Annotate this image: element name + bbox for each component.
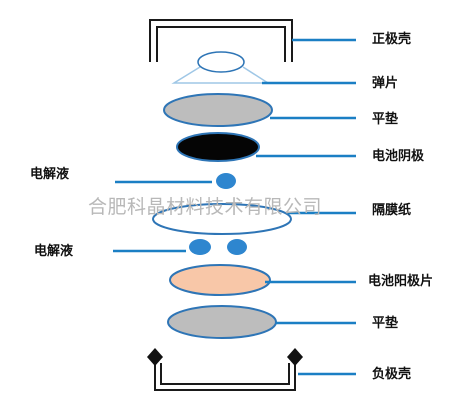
- label-positive-case: 正极壳: [372, 32, 412, 47]
- electrolyte-drop: [216, 173, 236, 189]
- flat-gasket-bottom: [167, 305, 277, 339]
- negative-case: [147, 348, 303, 391]
- label-negative-case: 负极壳: [372, 367, 412, 382]
- label-cathode: 电池阴极: [372, 149, 425, 164]
- electrolyte-drop: [189, 239, 211, 255]
- label-spring: 弹片: [372, 76, 399, 91]
- positive-case: [149, 19, 293, 62]
- battery-anode-sheet: [169, 264, 271, 296]
- label-flat-gasket-top: 平垫: [372, 112, 399, 127]
- label-separator: 隔膜纸: [372, 203, 412, 218]
- label-electrolyte-top: 电解液: [30, 167, 70, 182]
- label-flat-gasket-bottom: 平垫: [372, 316, 399, 331]
- separator-paper: [152, 203, 292, 235]
- company-watermark: 合肥科晶材料技术有限公司: [88, 196, 323, 218]
- battery-cathode: [176, 132, 260, 162]
- label-electrolyte-bottom: 电解液: [34, 244, 74, 259]
- electrolyte-drop: [227, 239, 247, 255]
- spring-plate: [171, 51, 271, 84]
- label-anode-sheet: 电池阳极片: [368, 274, 434, 289]
- flat-gasket-top: [163, 93, 273, 127]
- leader-lines: [113, 38, 356, 376]
